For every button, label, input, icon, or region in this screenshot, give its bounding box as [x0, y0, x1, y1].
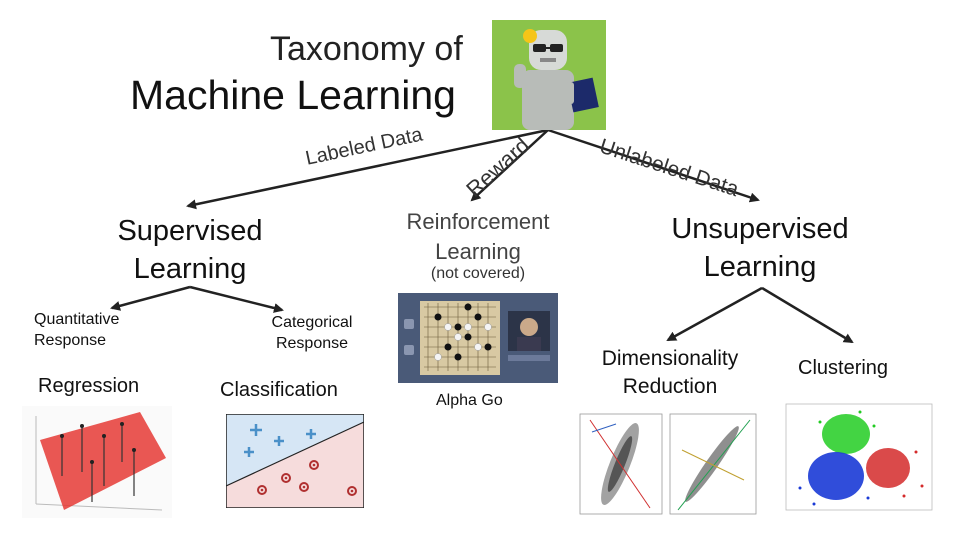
branch-quantitative-response: Quantitative Response: [34, 311, 120, 349]
robot-reading-book-icon: [492, 20, 606, 130]
category-unsupervised-learning: Unsupervised Learning: [671, 213, 849, 283]
edge-to-reinforcement: [470, 129, 549, 202]
edge-to-categorical: [189, 285, 284, 313]
leaf-dimensionality-reduction: Dimensionality Reduction: [601, 347, 739, 398]
edge-to-supervised: [186, 128, 549, 210]
classification-illustration: [226, 414, 364, 508]
category-reinforcement-learning: Reinforcement Learning: [406, 209, 550, 264]
edge-to-clustering: [761, 286, 854, 344]
go-board-game-icon: [398, 293, 558, 383]
title-line-1: Taxonomy of: [270, 30, 463, 68]
reinforcement-note: (not covered): [430, 265, 526, 282]
category-supervised-learning: Supervised Learning: [117, 215, 263, 285]
leaf-regression: Regression: [38, 375, 140, 397]
leaf-alpha-go: Alpha Go: [436, 392, 503, 409]
branch-categorical-response: Categorical Response: [271, 314, 353, 352]
leaf-classification: Classification: [220, 379, 338, 401]
edge-to-dim-reduction: [666, 286, 763, 342]
leaf-clustering: Clustering: [798, 357, 889, 379]
circle-markers: [257, 460, 357, 496]
title-line-2: Machine Learning: [130, 72, 456, 118]
dimensionality-reduction-illustration: [570, 410, 760, 522]
clustering-illustration: [776, 400, 936, 518]
plus-markers: [244, 424, 316, 457]
regression-plane-illustration: [22, 406, 172, 518]
edge-to-quantitative: [110, 285, 191, 311]
edge-to-unsupervised: [547, 128, 760, 203]
